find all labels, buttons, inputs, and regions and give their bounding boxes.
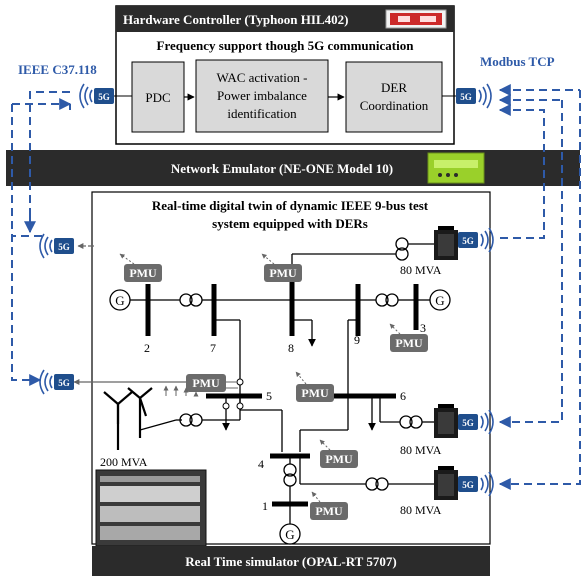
wac-label-line3: identification xyxy=(227,106,297,121)
battery-top-icon xyxy=(434,226,458,260)
der-block xyxy=(346,62,442,132)
svg-text:PMU: PMU xyxy=(301,386,329,400)
pmu-bus5: PMU xyxy=(166,374,238,396)
real-time-simulator: Real Time simulator (OPAL-RT 5707) xyxy=(92,546,490,576)
svg-text:5G: 5G xyxy=(462,480,474,490)
bus-6-label: 6 xyxy=(400,389,406,403)
svg-text:5G: 5G xyxy=(460,92,472,102)
real-time-simulator-label: Real Time simulator (OPAL-RT 5707) xyxy=(185,554,396,569)
twin-5g-pmu-bus5: 5G xyxy=(40,370,186,394)
generator-3-label: G xyxy=(435,293,444,308)
bus-8-label: 8 xyxy=(288,341,294,355)
digital-twin-title-line1: Real-time digital twin of dynamic IEEE 9… xyxy=(152,198,429,213)
bus-2-label: 2 xyxy=(144,341,150,355)
battery-top-rating: 80 MVA xyxy=(400,263,442,277)
der-label-line2: Coordination xyxy=(360,98,429,113)
svg-text:PMU: PMU xyxy=(395,336,423,350)
pmu-bus8: PMU xyxy=(262,254,302,282)
svg-text:5G: 5G xyxy=(462,418,474,428)
modbus-tcp-label: Modbus TCP xyxy=(480,54,555,69)
svg-text:PMU: PMU xyxy=(192,376,220,390)
wac-label-line2: Power imbalance xyxy=(217,88,307,103)
pmu-bus1: PMU xyxy=(310,492,348,520)
hardware-controller-title: Hardware Controller (Typhoon HIL402) xyxy=(123,12,348,27)
der-label-line1: DER xyxy=(381,80,407,95)
twin-5g-pmu-top: 5G xyxy=(40,234,94,258)
opal-rt-device-icon xyxy=(96,470,206,546)
twin-5g-battery-bot: 5G xyxy=(458,472,493,496)
wind-rating: 200 MVA xyxy=(100,455,148,469)
right-5g-links xyxy=(500,90,580,484)
svg-text:5G: 5G xyxy=(58,242,70,252)
pmu-bus2: PMU xyxy=(120,254,162,282)
bus-7-label: 7 xyxy=(210,341,216,355)
wac-label-line1: WAC activation - xyxy=(217,70,308,85)
svg-text:PMU: PMU xyxy=(315,504,343,518)
ne-one-device-icon xyxy=(428,153,484,183)
left-5g-links xyxy=(12,92,70,380)
pdc-label: PDC xyxy=(145,90,170,105)
svg-text:PMU: PMU xyxy=(269,266,297,280)
battery-mid-icon xyxy=(434,404,458,438)
bus-4-label: 4 xyxy=(258,457,264,471)
pmu-bus6: PMU xyxy=(296,372,334,402)
svg-text:5G: 5G xyxy=(58,378,70,388)
typhoon-device-icon xyxy=(386,10,446,28)
generator-1-label: G xyxy=(285,527,294,542)
digital-twin-title-line2: system equipped with DERs xyxy=(212,216,368,231)
bus-5-label: 5 xyxy=(266,389,272,403)
twin-5g-battery-top: 5G xyxy=(458,228,493,252)
battery-bot-rating: 80 MVA xyxy=(400,503,442,517)
generator-2-label: G xyxy=(115,293,124,308)
network-emulator: Network Emulator (NE-ONE Model 10) xyxy=(6,150,580,186)
wind-turbine-icon xyxy=(104,388,176,450)
network-emulator-label: Network Emulator (NE-ONE Model 10) xyxy=(171,161,393,176)
svg-text:5G: 5G xyxy=(462,236,474,246)
bus-3-label: 3 xyxy=(420,321,426,335)
twin-5g-battery-mid: 5G xyxy=(458,410,493,434)
hardware-controller: Hardware Controller (Typhoon HIL402) Fre… xyxy=(116,6,454,144)
bus-1-label: 1 xyxy=(262,499,268,513)
battery-bot-icon xyxy=(434,466,458,500)
ieee-c37118-label: IEEE C37.118 xyxy=(18,62,97,77)
svg-text:5G: 5G xyxy=(98,92,110,102)
battery-mid-rating: 80 MVA xyxy=(400,443,442,457)
hardware-controller-subtitle: Frequency support though 5G communicatio… xyxy=(157,38,415,53)
svg-text:PMU: PMU xyxy=(129,266,157,280)
svg-text:PMU: PMU xyxy=(325,452,353,466)
bus-9-label: 9 xyxy=(354,333,360,347)
pmu-bus4: PMU xyxy=(320,440,358,468)
